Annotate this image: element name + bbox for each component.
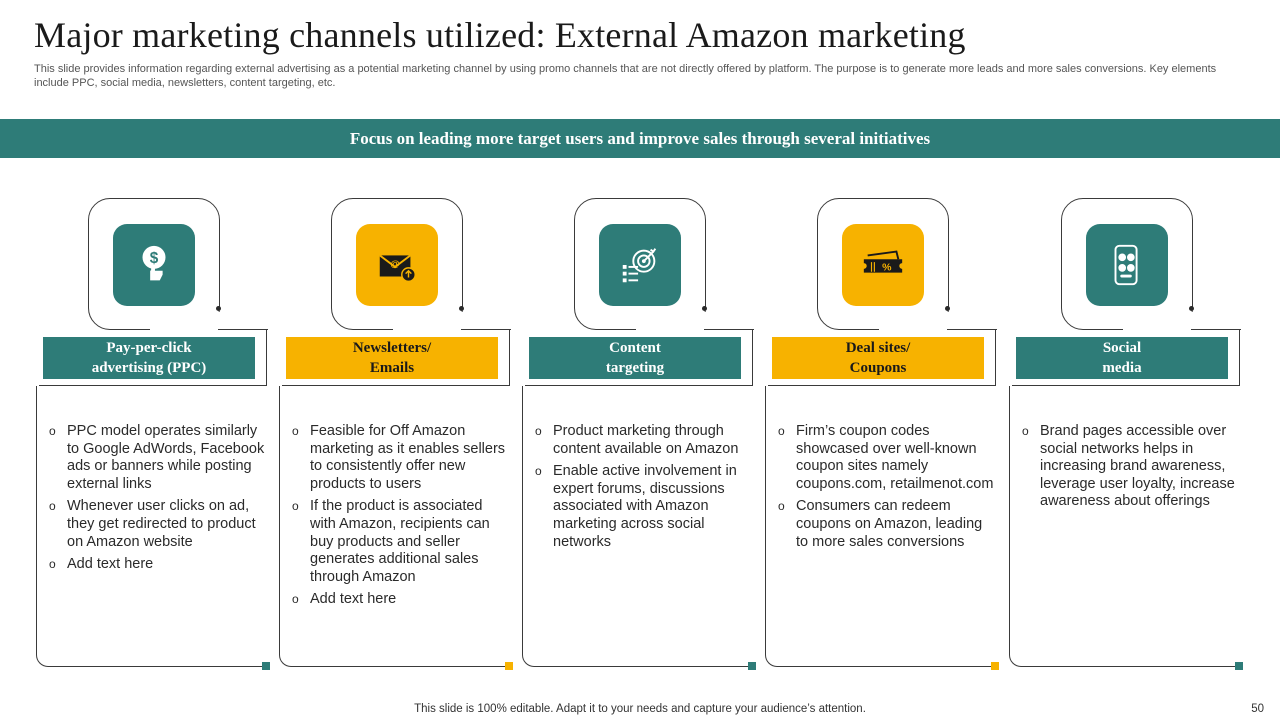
corner-marker: [505, 662, 513, 670]
slide-footer: This slide is 100% editable. Adapt it to…: [414, 703, 866, 715]
list-item: Enable active involvement in expert foru…: [534, 463, 752, 551]
label-frame: [39, 330, 267, 386]
slide-subtitle: This slide provides information regardin…: [34, 63, 1217, 89]
list-item: Firm’s coupon codes showcased over well-…: [777, 423, 995, 493]
corner-marker: [748, 662, 756, 670]
label-frame: [525, 330, 753, 386]
card-body-frame: [36, 386, 268, 667]
list-item: If the product is associated with Amazon…: [291, 498, 509, 586]
bullet-list: Firm’s coupon codes showcased over well-…: [777, 423, 995, 556]
svg-text:%: %: [882, 262, 892, 274]
social-phone-icon: [1086, 224, 1168, 306]
page-number: 50: [1251, 703, 1264, 715]
bullet-list: Feasible for Off Amazon marketing as it …: [291, 423, 509, 614]
list-item: Add text here: [48, 556, 266, 574]
card-body-frame: [765, 386, 997, 667]
card-body-frame: [522, 386, 754, 667]
list-item: Consumers can redeem coupons on Amazon, …: [777, 498, 995, 551]
label-frame: [1012, 330, 1240, 386]
list-item: Product marketing through content availa…: [534, 423, 752, 458]
email-envelope-icon: @: [356, 224, 438, 306]
dollar-hand-icon: $: [113, 224, 195, 306]
list-item: Brand pages accessible over social netwo…: [1021, 423, 1239, 511]
label-frame: [282, 330, 510, 386]
corner-marker: [1235, 662, 1243, 670]
channel-label: Newsletters/Emails: [286, 337, 498, 379]
target-checklist-icon: [599, 224, 681, 306]
focus-banner: Focus on leading more target users and i…: [0, 119, 1280, 158]
coupon-ticket-icon: %: [842, 224, 924, 306]
channel-card-newsletters: @ Newsletters/Emails Feasible for Off Am…: [279, 0, 522, 720]
svg-text:$: $: [150, 250, 159, 267]
list-item: PPC model operates similarly to Google A…: [48, 423, 266, 493]
channel-card-deal-sites: % Deal sites/Coupons Firm’s coupon codes…: [765, 0, 1008, 720]
list-item: Feasible for Off Amazon marketing as it …: [291, 423, 509, 493]
bullet-list: Brand pages accessible over social netwo…: [1021, 423, 1239, 516]
corner-marker: [262, 662, 270, 670]
svg-text:@: @: [390, 259, 399, 270]
corner-marker: [991, 662, 999, 670]
label-frame: [768, 330, 996, 386]
list-item: Whenever user clicks on ad, they get red…: [48, 498, 266, 551]
channel-label: Deal sites/Coupons: [772, 337, 984, 379]
card-body-frame: [1009, 386, 1241, 667]
bullet-list: PPC model operates similarly to Google A…: [48, 423, 266, 579]
slide-title: Major marketing channels utilized: Exter…: [34, 15, 966, 55]
list-item: Add text here: [291, 591, 509, 609]
bullet-list: Product marketing through content availa…: [534, 423, 752, 556]
card-body-frame: [279, 386, 511, 667]
